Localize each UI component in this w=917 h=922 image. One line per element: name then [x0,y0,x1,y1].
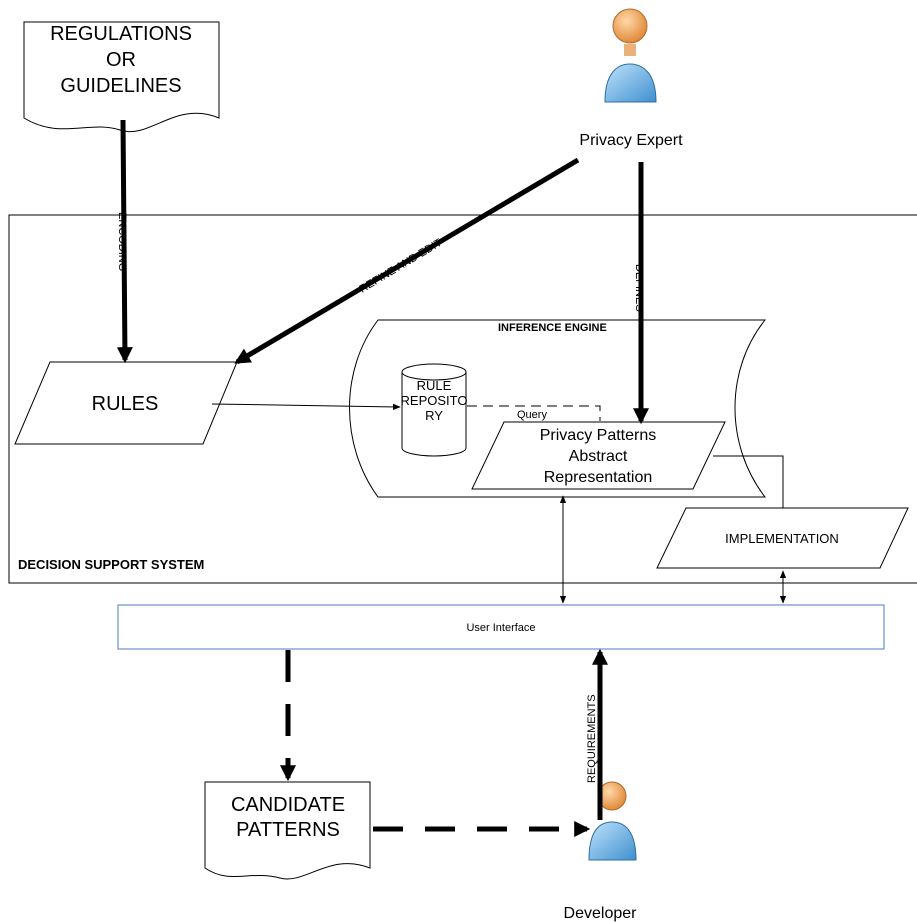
rule-repository-cylinder: RULE REPOSITO RY [401,363,468,457]
rule-repository-line2: REPOSITO [401,393,468,408]
encoding-label: ENCODING [116,212,128,271]
candidate-patterns-line1: CANDIDATE [231,794,345,816]
inference-engine-label: INFERENCE ENGINE [498,322,607,334]
user-interface-bar [117,604,885,650]
defines-label: DEFINES [633,264,645,312]
encoding-arrow [116,119,133,364]
refine-and-edit-label: REFINE AND EDIT [357,237,444,296]
patterns-implementation-connector [713,455,784,508]
rule-repository-line3: RY [425,408,443,423]
decision-support-system-label: DECISION SUPPORT SYSTEM [18,557,204,572]
privacy-expert-person-icon [604,8,657,103]
candidate-patterns-line2: PATTERNS [236,819,340,841]
requirements-label: REQUIREMENTS [586,694,598,783]
privacy-patterns-line1: Privacy Patterns [540,427,656,444]
candidate-patterns-document: CANDIDATE PATTERNS [204,781,371,880]
regulations-line3: GUIDELINES [60,75,181,97]
rules-label: RULES [92,393,159,415]
privacy-patterns-line3: Representation [544,469,653,486]
decision-support-system-box [8,214,917,584]
refine-and-edit-arrow [234,157,580,365]
query-label: Query [517,409,547,421]
regulations-line1: REGULATIONS [50,23,192,45]
privacy-patterns-line2: Abstract [569,448,628,465]
privacy-expert-label: Privacy Expert [579,132,683,149]
implementation-box: IMPLEMENTATION [656,507,909,569]
rule-repository-line1: RULE [417,378,452,393]
rules-box: RULES [14,361,238,445]
privacy-patterns-box: Privacy Patterns Abstract Representation [471,421,726,490]
query-dashed-line [467,405,601,421]
developer-person-icon [588,781,637,861]
user-interface-label: User Interface [466,622,535,634]
implementation-label: IMPLEMENTATION [725,531,839,546]
regulations-line2: OR [106,49,136,71]
rules-to-repository-arrow [211,403,401,411]
regulations-document: REGULATIONS OR GUIDELINES [23,21,220,133]
developer-label: Developer [564,905,638,922]
